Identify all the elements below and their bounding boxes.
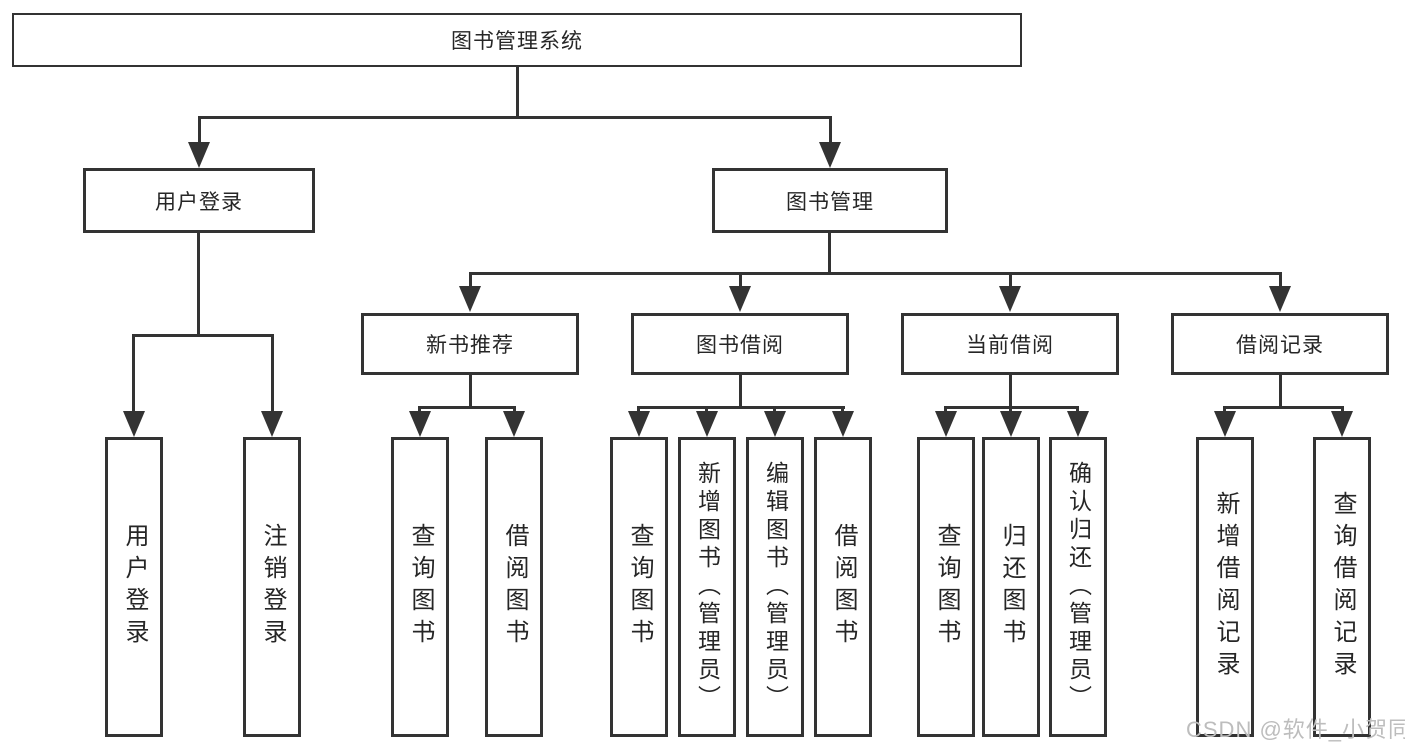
leaf-confirm-return-admin: 确认归还（管理员）: [1049, 437, 1107, 737]
line: [197, 233, 200, 337]
node-label: 用户登录: [155, 190, 243, 214]
line: [637, 406, 845, 409]
leaf-label: 查询图书: [933, 523, 960, 651]
line: [1076, 406, 1079, 415]
node-label: 图书管理系统: [451, 30, 583, 53]
line: [516, 67, 519, 118]
leaf-edit-books-admin: 编辑图书（管理员）: [746, 437, 804, 737]
leaf-label: 新增借阅记录: [1212, 491, 1239, 683]
line: [828, 233, 831, 275]
leaf-label: 新增图书（管理员）: [694, 461, 721, 713]
leaf-label: 确认归还（管理员）: [1065, 461, 1092, 713]
line: [132, 334, 135, 414]
leaf-add-books-admin: 新增图书（管理员）: [678, 437, 736, 737]
leaf-logout: 注销登录: [243, 437, 301, 737]
node-label: 图书借阅: [696, 334, 784, 357]
line: [1223, 406, 1226, 415]
line: [1341, 406, 1344, 415]
arrow-down-icon: [764, 411, 786, 437]
line: [1009, 375, 1012, 409]
leaf-query-books-borrow: 查询图书: [610, 437, 668, 737]
node-library-management-system: 图书管理系统: [12, 13, 1022, 67]
leaf-label: 用户登录: [121, 523, 148, 651]
line: [1279, 272, 1282, 288]
csdn-watermark: CSDN @软件_小贺同学: [1186, 717, 1405, 742]
arrow-down-icon: [729, 286, 751, 312]
line: [841, 406, 844, 415]
arrow-down-icon: [261, 411, 283, 437]
arrow-down-icon: [628, 411, 650, 437]
node-user-login: 用户登录: [83, 168, 315, 233]
arrow-down-icon: [696, 411, 718, 437]
leaf-user-login: 用户登录: [105, 437, 163, 737]
node-borrowing-records: 借阅记录: [1171, 313, 1389, 375]
line: [1009, 406, 1012, 415]
leaf-query-books-current: 查询图书: [917, 437, 975, 737]
leaf-label: 查询借阅记录: [1329, 491, 1356, 683]
line: [132, 334, 274, 337]
line: [418, 406, 516, 409]
leaf-label: 归还图书: [998, 523, 1025, 651]
leaf-query-books-recommend: 查询图书: [391, 437, 449, 737]
arrow-down-icon: [999, 286, 1021, 312]
line: [469, 272, 472, 288]
arrow-down-icon: [123, 411, 145, 437]
arrow-down-icon: [819, 142, 841, 168]
arrow-down-icon: [188, 142, 210, 168]
leaf-label: 查询图书: [407, 523, 434, 651]
node-book-borrowing: 图书借阅: [631, 313, 849, 375]
node-book-management: 图书管理: [712, 168, 948, 233]
line: [1279, 375, 1282, 409]
arrow-down-icon: [832, 411, 854, 437]
line: [637, 406, 640, 415]
arrow-down-icon: [1331, 411, 1353, 437]
leaf-label: 查询图书: [626, 523, 653, 651]
arrow-down-icon: [459, 286, 481, 312]
leaf-borrow-books-recommend: 借阅图书: [485, 437, 543, 737]
leaf-query-borrow-record: 查询借阅记录: [1313, 437, 1371, 737]
leaf-label: 注销登录: [259, 523, 286, 651]
line: [469, 272, 1282, 275]
node-new-book-recommend: 新书推荐: [361, 313, 579, 375]
arrow-down-icon: [1000, 411, 1022, 437]
arrow-down-icon: [1214, 411, 1236, 437]
line: [739, 375, 742, 409]
leaf-add-borrow-record: 新增借阅记录: [1196, 437, 1254, 737]
arrow-down-icon: [1067, 411, 1089, 437]
line: [1009, 272, 1012, 288]
line: [198, 116, 832, 119]
leaf-return-books: 归还图书: [982, 437, 1040, 737]
node-label: 借阅记录: [1236, 334, 1324, 357]
line: [1223, 406, 1344, 409]
line: [739, 272, 742, 288]
line: [271, 334, 274, 414]
line: [944, 406, 947, 415]
node-label: 新书推荐: [426, 334, 514, 357]
line: [829, 116, 832, 146]
line: [469, 375, 472, 409]
arrow-down-icon: [503, 411, 525, 437]
node-current-borrowing: 当前借阅: [901, 313, 1119, 375]
line: [773, 406, 776, 415]
leaf-label: 借阅图书: [501, 523, 528, 651]
line: [418, 406, 421, 415]
arrow-down-icon: [935, 411, 957, 437]
leaf-label: 编辑图书（管理员）: [762, 461, 789, 713]
node-label: 图书管理: [786, 190, 874, 214]
arrow-down-icon: [1269, 286, 1291, 312]
line: [198, 116, 201, 146]
node-label: 当前借阅: [966, 334, 1054, 357]
leaf-label: 借阅图书: [830, 523, 857, 651]
line: [705, 406, 708, 415]
line: [513, 406, 516, 415]
leaf-borrow-books: 借阅图书: [814, 437, 872, 737]
arrow-down-icon: [409, 411, 431, 437]
